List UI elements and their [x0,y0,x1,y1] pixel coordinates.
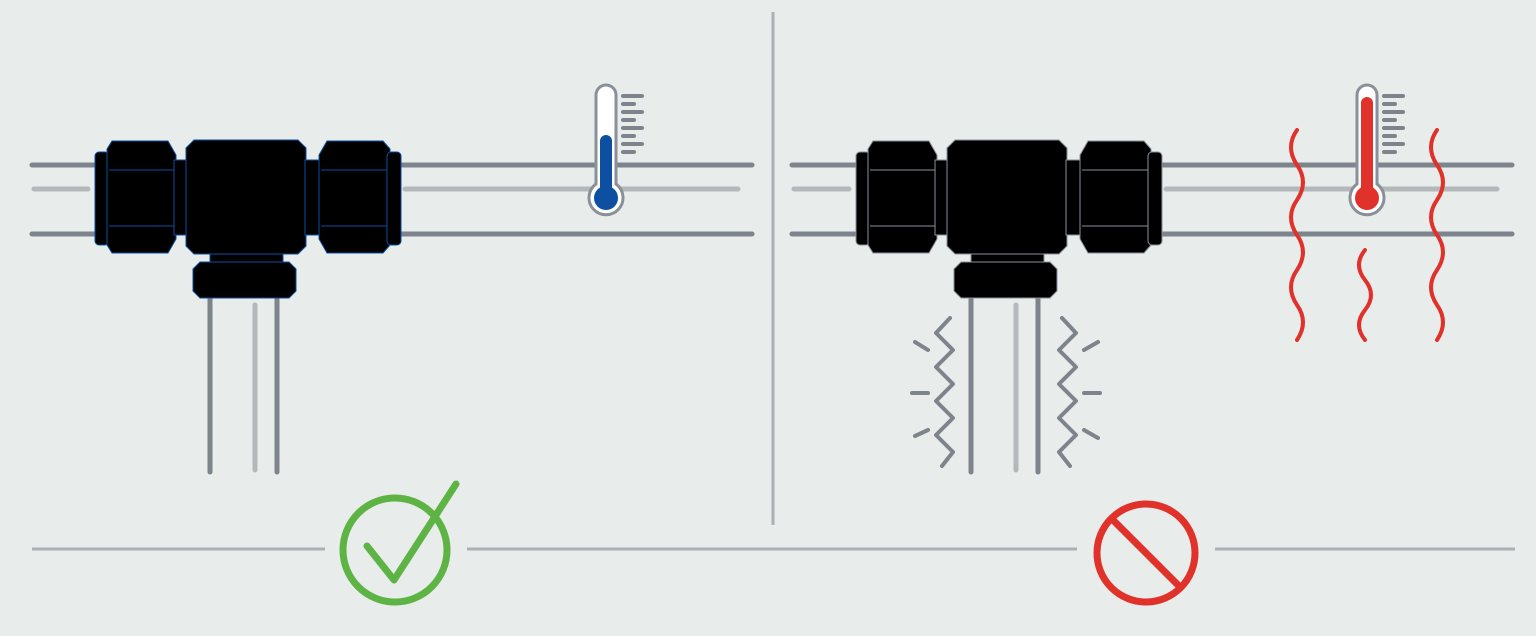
check-icon [339,480,460,606]
pipe-left [29,162,98,237]
pipe-right [397,162,755,237]
incorrect-panel [789,83,1515,606]
prohibited-icon [1093,500,1199,606]
correct-panel [29,83,755,606]
tee-fitting-blue [94,139,402,299]
heat-waves-icon [1289,128,1445,342]
pipe-down [968,295,1041,475]
tee-fitting-gray [855,139,1163,299]
thermometer-hot-icon [1348,83,1405,217]
pipe-left [789,162,859,237]
vibration-icon [910,316,1102,468]
pipe-right [1158,162,1515,237]
thermometer-cold-icon [587,83,644,217]
pipe-down [207,295,280,475]
